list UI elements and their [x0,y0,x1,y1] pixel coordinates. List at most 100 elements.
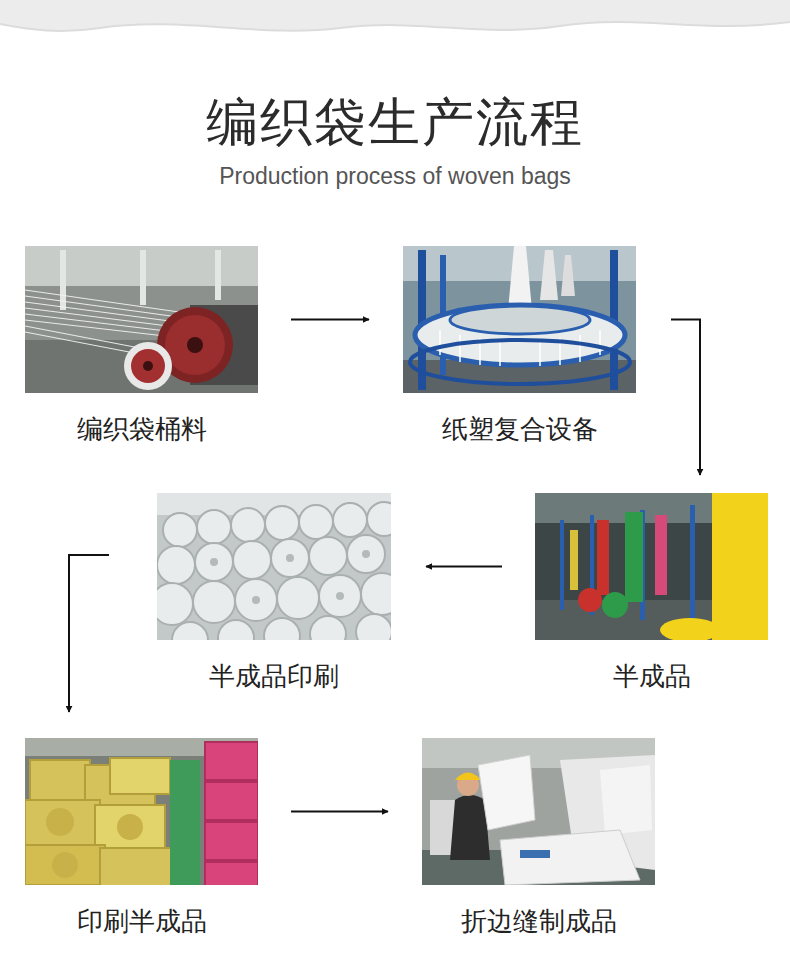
photo-semi-finished-part [535,493,768,640]
photo-circular-loom-part-part [599,330,601,355]
photo-roll-stock-part-part [163,513,197,547]
photo-semi-finished-part [625,512,643,602]
photo-roll-stock-part-part [264,618,300,640]
photo-roll-stock-part-part [195,543,233,581]
photo-circular-loom-part [440,330,600,366]
title: 编织袋生产流程 [0,88,790,158]
photo-semi-finished [535,493,768,640]
photo-circular-loom [403,246,636,393]
flow-arrow [291,811,388,813]
photo-yarn-winding-part [124,342,172,390]
top-wave-part [0,22,790,31]
photo-roll-stock-part [210,550,370,604]
photo-printed-rolls [25,738,258,885]
step-caption: 纸塑复合设备 [397,412,642,447]
photo-semi-finished-part [655,515,667,595]
photo-printed-rolls-part-part [25,845,105,885]
photo-sewing-worker-part [478,755,535,830]
photo-sewing-worker-part [600,765,652,835]
photo-semi-finished-part-part [560,520,564,610]
photo-circular-loom-part-part [439,330,441,355]
photo-roll-stock-part-part [362,550,370,558]
photo-sewing-worker [422,738,655,885]
photo-printed-rolls-part-part [100,848,175,885]
flow-arrow [426,566,502,568]
process-step: 半成品印刷 [151,493,397,694]
photo-printed-rolls-part-part [95,805,165,850]
photo-printed-rolls-part-part [110,758,170,794]
photo-circular-loom-part [410,340,630,384]
photo-semi-finished-part [570,530,578,590]
photo-printed-rolls-part-part [52,852,78,878]
photo-roll-stock-part-part [172,622,208,640]
process-step: 纸塑复合设备 [397,246,642,447]
photo-frame [19,246,264,393]
photo-yarn-winding-part [165,315,225,375]
photo-roll-stock-part-part [233,541,271,579]
photo-semi-finished-part [578,588,602,612]
photo-printed-rolls-part-part [205,862,258,885]
photo-sewing-worker-part [422,738,655,885]
photo-roll-stock-part-part [361,573,391,615]
process-step: 半成品 [529,493,774,694]
photo-printed-rolls-part-part [30,760,90,800]
photo-frame [397,246,642,393]
photo-semi-finished-part [660,618,720,640]
photo-semi-finished-part [560,505,695,625]
photo-roll-stock-part-part [347,535,385,573]
photo-semi-finished-part [602,592,628,618]
photo-roll-stock-part-part [309,537,347,575]
photo-circular-loom-part [403,246,636,393]
photo-circular-loom-part-part [499,340,501,366]
photo-yarn-winding-part [140,250,146,305]
photo-roll-stock-part-part [157,546,195,584]
process-step: 编织袋桶料 [19,246,264,447]
photo-roll-stock-part-part [336,592,344,600]
photo-roll-stock-part-part [157,583,193,625]
photo-sewing-worker-part [520,850,550,858]
photo-roll-stock-part-part [333,503,367,537]
photo-circular-loom-part [561,255,575,296]
photo-frame [416,738,661,885]
flow-arrow [291,319,369,321]
photo-yarn-winding-part [143,361,153,371]
photo-sewing-worker-part [500,830,640,885]
step-caption: 半成品 [529,659,774,694]
photo-roll-stock-part-part [310,616,346,640]
process-step: 印刷半成品 [19,738,264,939]
photo-roll-stock [157,493,391,640]
photo-roll-stock-part-part [367,502,391,536]
photo-yarn-winding [25,246,258,393]
photo-roll-stock-part-part [193,581,235,623]
photo-roll-stock-part-part [299,505,333,539]
photo-roll-stock-part-part [235,579,277,621]
photo-roll-stock-part-part [252,596,260,604]
subtitle: Production process of woven bags [0,163,790,190]
photo-frame [529,493,774,640]
photo-circular-loom-part [415,305,625,365]
photo-printed-rolls-part-part [25,800,100,845]
photo-printed-rolls-part-part [205,822,258,860]
photo-yarn-winding-part [215,250,221,300]
photo-roll-stock-part-part [319,575,361,617]
photo-circular-loom-part [450,306,590,334]
photo-circular-loom-part [508,246,532,310]
photo-roll-stock-part-part [356,614,391,640]
photo-circular-loom-part-part [459,335,461,362]
top-wave-part [0,0,790,31]
photo-printed-rolls-part [205,742,258,885]
photo-printed-rolls-part-part [205,782,258,820]
photo-roll-stock-part-part [210,558,218,566]
photo-semi-finished-part [712,493,768,640]
top-wave [0,0,790,31]
photo-roll-stock-part-part [231,508,265,542]
photo-circular-loom-part-part [579,335,581,362]
photo-frame [19,738,264,885]
photo-roll-stock-part-part [277,577,319,619]
step-caption: 编织袋桶料 [19,412,264,447]
photo-printed-rolls-part-part [46,808,74,836]
photo-printed-rolls-part [25,758,175,885]
photo-roll-stock-part-part [271,539,309,577]
photo-yarn-winding-part [187,337,203,353]
